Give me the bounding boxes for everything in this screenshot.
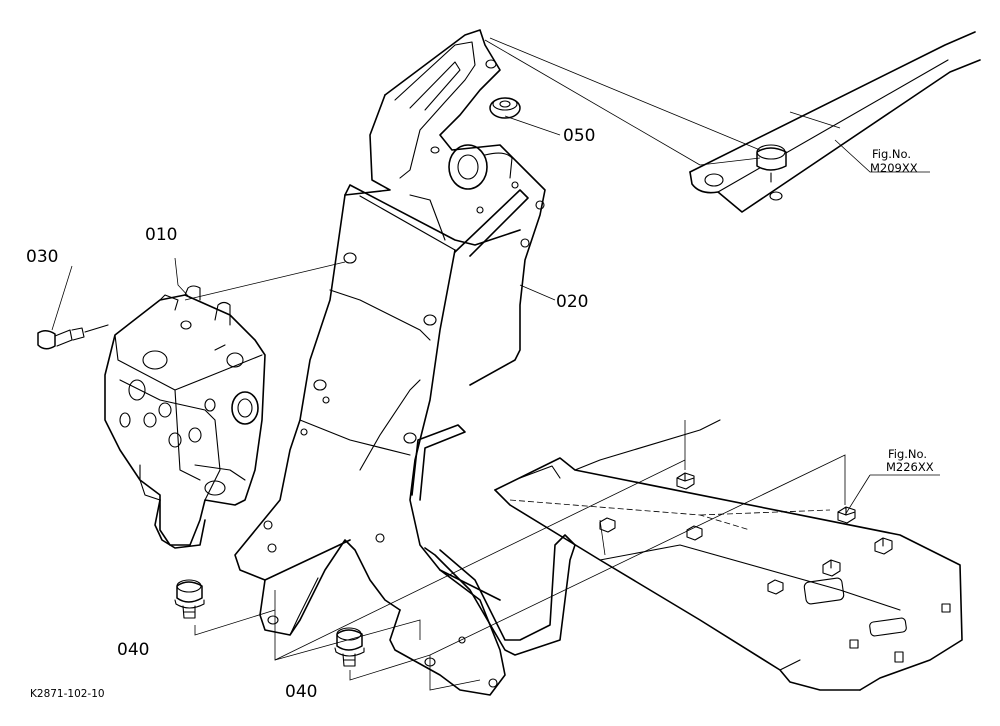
leader-lines	[51, 37, 940, 691]
part-label-050: 050	[563, 126, 595, 146]
part-label-020: 020	[556, 292, 588, 312]
fig-ref-2-number: M226XX	[886, 460, 934, 474]
fig-ref-2-label: Fig.No.	[888, 447, 927, 461]
part-label-030: 030	[26, 247, 58, 267]
fig-ref-1-number: M209XX	[870, 161, 918, 175]
main-bracket	[234, 29, 576, 696]
drawing-code: K2871-102-10	[30, 688, 105, 700]
bolt-040-left	[174, 579, 205, 619]
bolt-030	[37, 324, 109, 350]
lower-frame	[494, 419, 963, 691]
control-valve	[104, 285, 266, 549]
upper-frame-bar	[689, 31, 981, 213]
bolt-040-right	[334, 627, 365, 667]
grommet-050	[489, 97, 521, 119]
part-label-010: 010	[145, 225, 177, 245]
fig-ref-1-label: Fig.No.	[872, 147, 911, 161]
frame-nuts	[599, 472, 893, 595]
part-label-040-left: 040	[117, 640, 149, 660]
part-label-040-right: 040	[285, 682, 317, 702]
